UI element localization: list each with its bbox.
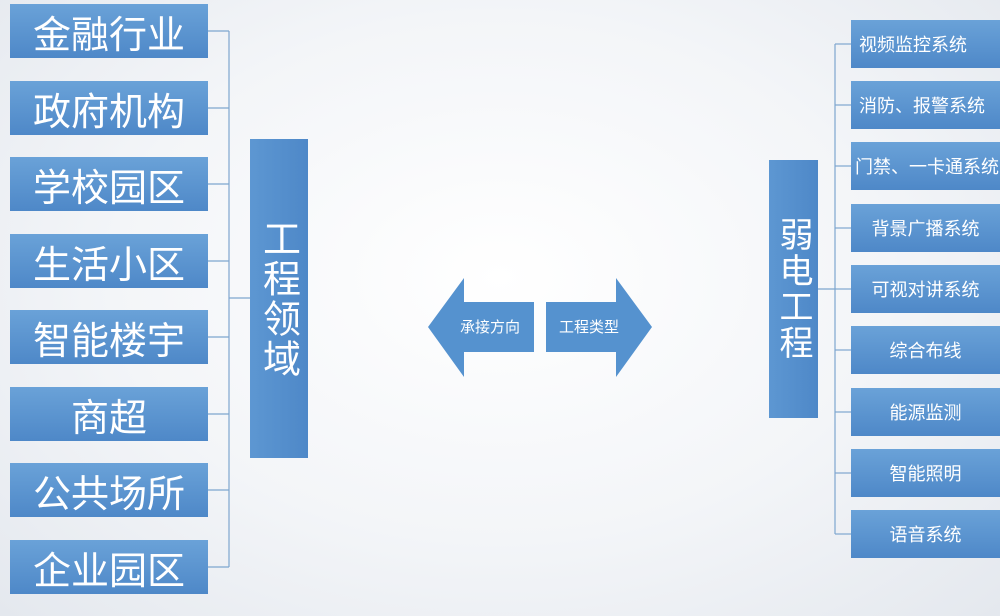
left-item-label: 生活小区 bbox=[32, 242, 185, 287]
right-item-label: 视频监控系统 bbox=[859, 35, 967, 56]
right-item-label: 背景广播系统 bbox=[871, 219, 980, 240]
right-item-label: 综合布线 bbox=[889, 341, 962, 362]
left-hub-label: 工程领域 bbox=[256, 218, 301, 379]
left-item-box: 金融行业 bbox=[10, 4, 208, 58]
left-item-label: 企业园区 bbox=[32, 548, 185, 593]
right-item-box: 可视对讲系统 bbox=[851, 265, 1000, 313]
right-item-box: 能源监测 bbox=[851, 388, 1000, 436]
left-item-box: 企业园区 bbox=[10, 540, 208, 594]
right-connectors bbox=[818, 43, 851, 535]
right-arrow: 工程类型 bbox=[546, 278, 652, 377]
left-item-box: 生活小区 bbox=[10, 234, 208, 288]
left-arrow: 承接方向 bbox=[428, 278, 534, 377]
left-item-box: 智能楼宇 bbox=[10, 310, 208, 364]
right-item-box: 视频监控系统 bbox=[851, 20, 1000, 68]
left-item-label: 学校园区 bbox=[32, 165, 185, 210]
right-item-label: 可视对讲系统 bbox=[871, 280, 980, 301]
left-item-box: 政府机构 bbox=[10, 81, 208, 135]
left-item-box: 商超 bbox=[10, 387, 208, 441]
right-item-box: 背景广播系统 bbox=[851, 204, 1000, 252]
right-item-label: 智能照明 bbox=[889, 464, 962, 485]
right-item-label: 门禁、一卡通系统 bbox=[855, 157, 999, 178]
right-item-box: 智能照明 bbox=[851, 449, 1000, 497]
right-hub-box: 弱电工程 bbox=[769, 160, 818, 418]
left-item-label: 智能楼宇 bbox=[32, 318, 185, 363]
right-arrow-label: 工程类型 bbox=[559, 318, 619, 336]
left-item-box: 公共场所 bbox=[10, 463, 208, 517]
right-item-box: 消防、报警系统 bbox=[851, 81, 1000, 129]
right-item-label: 语音系统 bbox=[889, 525, 962, 546]
left-hub-box: 工程领域 bbox=[250, 139, 308, 458]
right-item-box: 综合布线 bbox=[851, 326, 1000, 374]
left-item-box: 学校园区 bbox=[10, 157, 208, 211]
right-hub-label: 弱电工程 bbox=[773, 217, 813, 361]
left-item-label: 商超 bbox=[70, 395, 147, 440]
left-arrow-label: 承接方向 bbox=[460, 318, 520, 336]
left-item-label: 金融行业 bbox=[32, 12, 185, 57]
right-item-label: 能源监测 bbox=[889, 403, 962, 424]
left-connectors bbox=[208, 30, 250, 568]
right-item-label: 消防、报警系统 bbox=[859, 96, 985, 117]
right-item-box: 语音系统 bbox=[851, 510, 1000, 558]
left-item-label: 政府机构 bbox=[32, 89, 185, 134]
left-item-label: 公共场所 bbox=[32, 471, 185, 516]
right-item-box: 门禁、一卡通系统 bbox=[851, 142, 1000, 190]
